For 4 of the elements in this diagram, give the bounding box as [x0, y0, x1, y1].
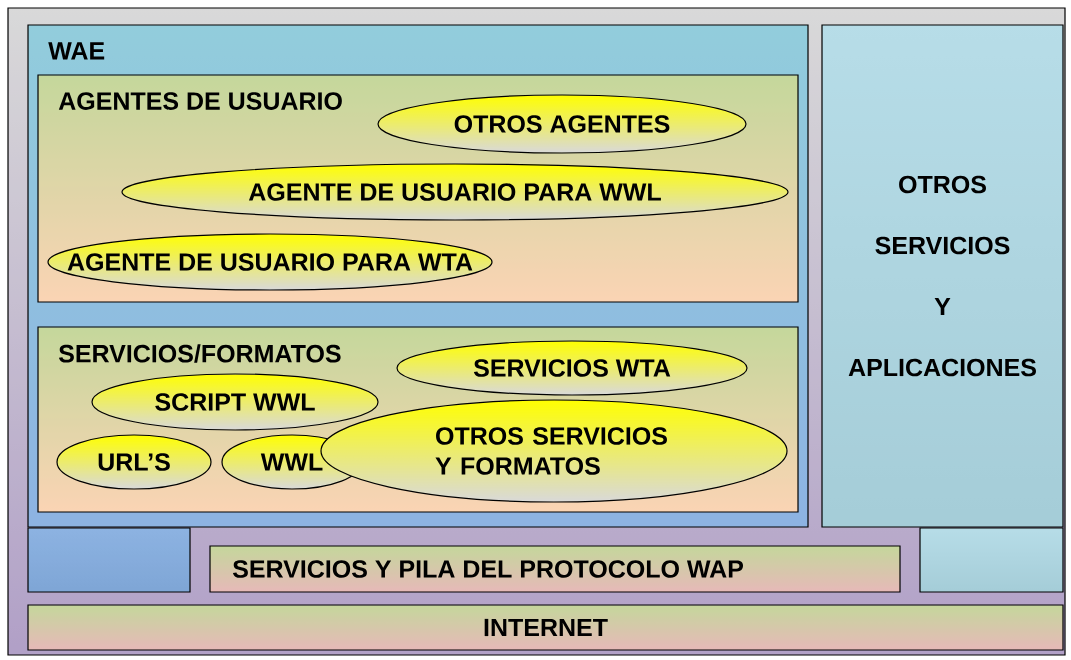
empty-box — [27, 527, 191, 593]
layer-bar: INTERNET — [27, 604, 1064, 651]
empty-box — [919, 527, 1064, 593]
layer-bar: SERVICIOS Y PILA DEL PROTOCOLO WAP — [209, 545, 901, 593]
